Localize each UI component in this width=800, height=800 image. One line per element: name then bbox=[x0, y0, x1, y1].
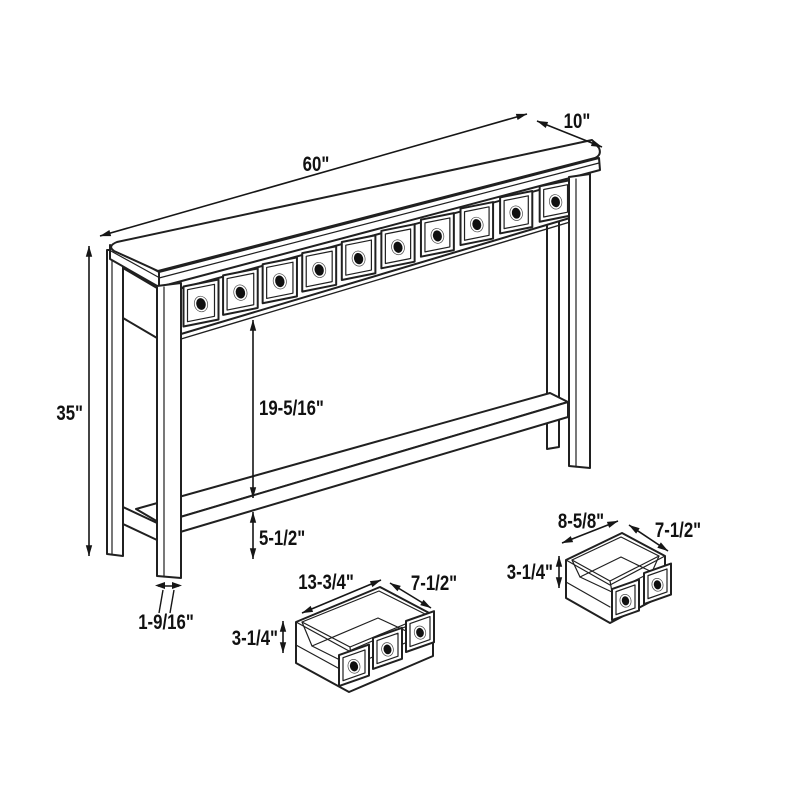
dim-long-drawer-height: 3-1/4" bbox=[232, 620, 287, 654]
table-front-left-leg bbox=[156, 282, 182, 579]
drawer-front bbox=[340, 234, 377, 281]
dim-long-drawer-depth: 7-1/2" bbox=[389, 572, 457, 609]
dim-small-drawer-height: 3-1/4" bbox=[507, 555, 563, 589]
dim-small-drawer-width: 8-5/8" bbox=[558, 510, 619, 544]
dim-shelf-to-floor: 5-1/2" bbox=[249, 511, 305, 560]
table-front-right-leg bbox=[568, 173, 591, 469]
dim-label-table-depth: 10" bbox=[564, 110, 591, 133]
drawer-front bbox=[380, 223, 416, 270]
dim-table-length: 60" bbox=[99, 113, 528, 237]
dim-label-shelf-to-floor: 5-1/2" bbox=[259, 527, 305, 550]
long-drawer-front bbox=[405, 610, 435, 653]
dim-label-long-drawer-width: 13-3/4" bbox=[298, 571, 354, 594]
dim-label-apron-to-shelf: 19-5/16" bbox=[259, 397, 324, 420]
dim-label-small-drawer-depth: 7-1/2" bbox=[655, 519, 701, 542]
small-drawer-fronts bbox=[611, 562, 672, 622]
dim-leg-width: 1-9/16" bbox=[138, 582, 194, 635]
drawer-front bbox=[261, 256, 298, 305]
dimension-annotations: 60" 10" 35" 19-5/16" 5-1/2" 1-9/16" bbox=[56, 110, 701, 654]
dim-label-small-drawer-width: 8-5/8" bbox=[558, 510, 604, 533]
dim-apron-to-shelf: 19-5/16" bbox=[249, 319, 324, 499]
long-drawer-front bbox=[372, 626, 403, 670]
dim-label-leg-width: 1-9/16" bbox=[138, 611, 194, 634]
dim-label-long-drawer-height: 3-1/4" bbox=[232, 627, 278, 650]
table-lower-shelf bbox=[135, 392, 569, 539]
dim-small-drawer-depth: 7-1/2" bbox=[628, 519, 701, 552]
drawer-front bbox=[538, 178, 573, 223]
drawer-front bbox=[301, 245, 338, 293]
drawer-front bbox=[222, 267, 259, 316]
dim-table-height: 35" bbox=[56, 245, 93, 557]
small-drawer-front bbox=[643, 562, 672, 606]
dim-label-table-length: 60" bbox=[303, 153, 330, 176]
dim-long-drawer-width: 13-3/4" bbox=[298, 571, 382, 614]
dim-label-long-drawer-depth: 7-1/2" bbox=[411, 572, 457, 595]
small-drawer-drawing bbox=[565, 532, 672, 624]
long-drawer-fronts bbox=[338, 610, 435, 688]
dim-label-table-height: 35" bbox=[56, 402, 83, 425]
table-back-left-leg bbox=[106, 249, 124, 557]
drawer-front bbox=[182, 278, 220, 328]
drawer-front bbox=[419, 212, 455, 258]
long-drawer-front bbox=[338, 643, 370, 688]
drawer-front bbox=[459, 201, 495, 247]
dim-table-depth: 10" bbox=[536, 110, 603, 148]
long-drawer-drawing bbox=[295, 586, 435, 693]
drawer-front bbox=[499, 189, 534, 235]
console-table-drawing bbox=[106, 139, 601, 579]
small-drawer-front bbox=[611, 578, 640, 622]
dim-label-small-drawer-height: 3-1/4" bbox=[507, 561, 553, 584]
